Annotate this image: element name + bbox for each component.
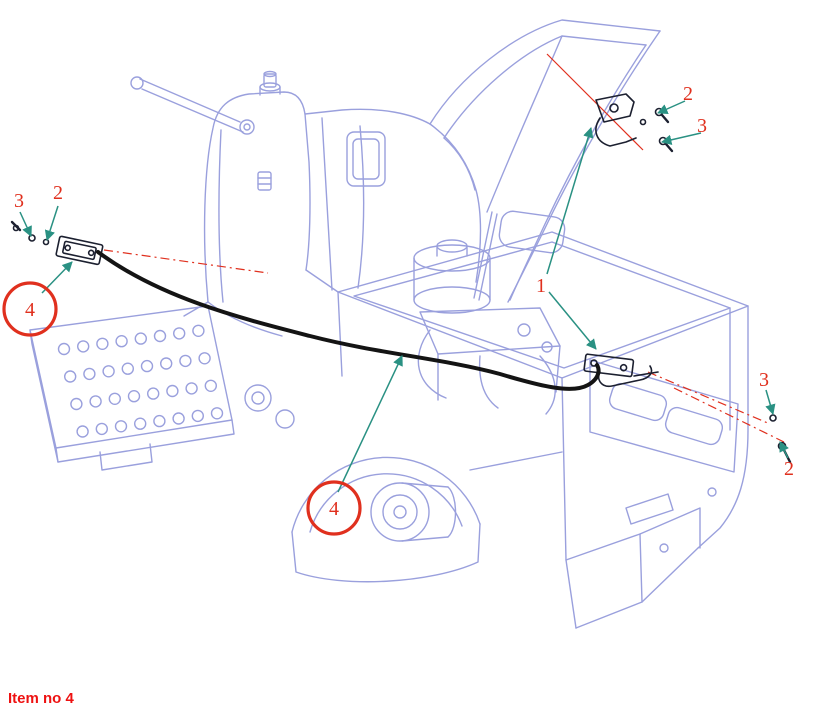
red-circle-highlight-left: [2, 281, 58, 337]
callout-2-upper-left: 2: [53, 182, 63, 204]
step-plate: [29, 305, 235, 471]
red-projection-lines: [103, 53, 785, 443]
callout-2-upper-right: 2: [683, 83, 693, 105]
callout-3-upper-left: 3: [14, 190, 24, 212]
callout-1-center: 1: [536, 275, 546, 297]
step-holes: [57, 324, 224, 438]
callout-3-right: 3: [759, 369, 769, 391]
fender-and-wheel: [244, 291, 563, 583]
callout-4-left: 4: [25, 299, 35, 321]
caption-item-no-4: Item no 4: [8, 690, 74, 707]
engine-components: [413, 210, 566, 415]
machine-line-art: [29, 19, 749, 629]
cable-bracket-left: [55, 235, 104, 266]
hood-latch-upper: [595, 93, 674, 153]
side-grille-panel: [589, 359, 739, 473]
red-circle-highlight-center: [306, 480, 362, 536]
hood-open: [429, 19, 661, 303]
leader-lines: [19, 100, 789, 493]
control-handle: [139, 78, 244, 133]
callout-3-upper-right: 3: [697, 115, 707, 137]
callout-2-right: 2: [784, 458, 794, 480]
callout-4-center: 4: [329, 498, 339, 520]
release-cable: [96, 250, 601, 391]
fuel-tank-tower: [130, 70, 311, 303]
